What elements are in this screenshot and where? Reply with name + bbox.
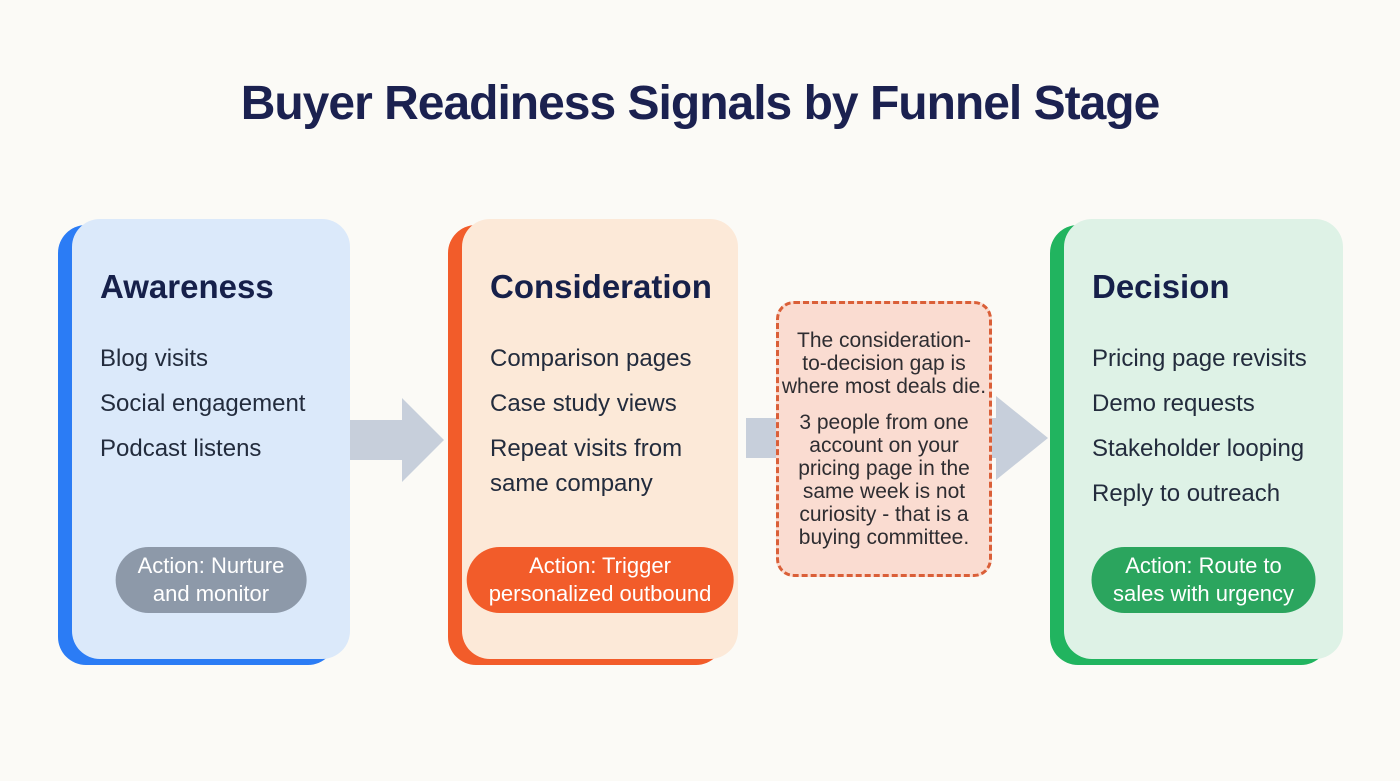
signal-item: Blog visits	[100, 345, 209, 372]
stage-title-awareness: Awareness	[100, 268, 274, 305]
signal-item: Podcast listens	[100, 435, 262, 462]
signal-item: Demo requests	[1092, 390, 1255, 417]
signal-item: Reply to outreach	[1092, 480, 1281, 507]
stage-card-awareness: Awareness Blog visits Social engagement …	[72, 219, 350, 659]
flow-arrow-icon	[350, 398, 444, 482]
action-pill-line: personalized outbound	[488, 581, 712, 606]
callout-line: account on your	[809, 434, 959, 457]
signal-item: Stakeholder looping	[1092, 435, 1305, 462]
signal-item: Pricing page revisits	[1092, 345, 1307, 372]
stage-card-body: Consideration Comparison pages Case stud…	[462, 219, 738, 659]
callout-line: pricing page in the	[798, 457, 970, 480]
signal-item: Comparison pages	[490, 345, 692, 372]
callout-note: The consideration- to-decision gap is wh…	[776, 301, 992, 577]
callout-line: buying committee.	[798, 526, 970, 549]
action-pill-line: Action: Nurture	[137, 553, 285, 578]
signal-list: Blog visits Social engagement Podcast li…	[100, 341, 324, 466]
action-pill-line: and monitor	[152, 581, 270, 606]
callout-line: where most deals die.	[781, 375, 987, 398]
stage-title-decision: Decision	[1092, 268, 1230, 305]
signal-list: Comparison pages Case study views Repeat…	[490, 341, 712, 501]
action-pill-line: Action: Trigger	[529, 553, 671, 578]
action-pill-consideration: Action: Trigger personalized outbound	[466, 547, 734, 613]
callout-line: curiosity - that is a	[799, 503, 969, 526]
callout-line: to-decision gap is	[802, 352, 966, 375]
stage-card-body: Awareness Blog visits Social engagement …	[72, 219, 350, 659]
action-pill-awareness: Action: Nurture and monitor	[115, 547, 307, 613]
action-pill-line: sales with urgency	[1113, 581, 1294, 606]
callout-line: 3 people from one	[799, 411, 969, 434]
page-title: Buyer Readiness Signals by Funnel Stage	[240, 77, 1161, 130]
signal-list: Pricing page revisits Demo requests Stak…	[1092, 341, 1317, 511]
action-pill-decision: Action: Route to sales with urgency	[1091, 547, 1316, 613]
signal-item: Repeat visits from same company	[490, 435, 683, 497]
callout-line: same week is not	[802, 480, 966, 503]
stage-card-decision: Decision Pricing page revisits Demo requ…	[1064, 219, 1343, 659]
callout-line: The consideration-	[797, 329, 971, 352]
action-pill-line: Action: Route to	[1125, 553, 1282, 578]
callout-paragraph-2: 3 people from one account on your pricin…	[798, 411, 970, 549]
stage-card-body: Decision Pricing page revisits Demo requ…	[1064, 219, 1343, 659]
stage-title-consideration: Consideration	[490, 268, 712, 305]
signal-item: Case study views	[490, 390, 677, 417]
signal-item: Social engagement	[100, 390, 306, 417]
stage-card-consideration: Consideration Comparison pages Case stud…	[462, 219, 738, 659]
callout-paragraph-1: The consideration- to-decision gap is wh…	[782, 329, 986, 398]
